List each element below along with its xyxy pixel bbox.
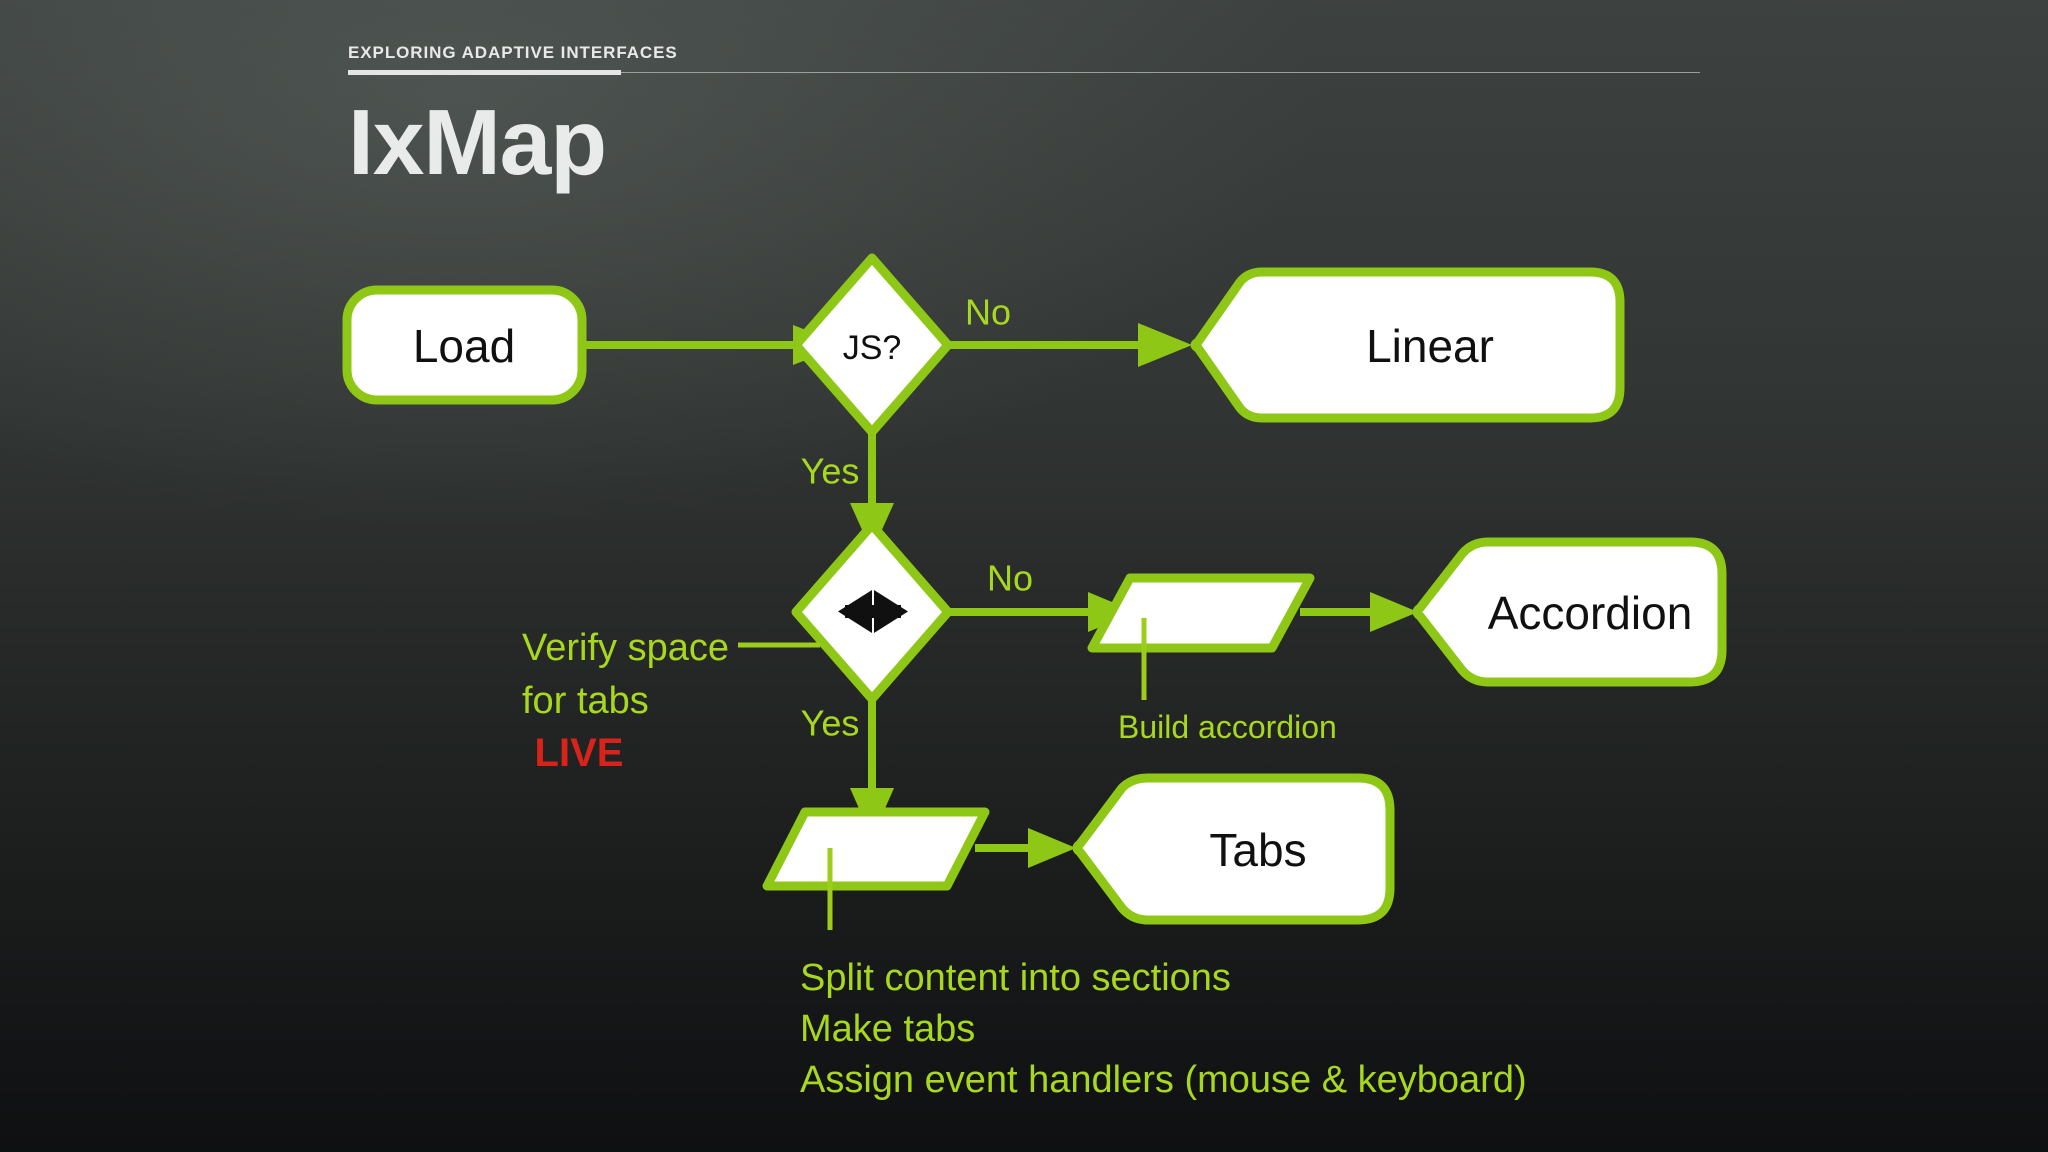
annotation-tabs-step-2: Assign event handlers (mouse & keyboard)	[800, 1059, 1527, 1101]
edge-tabs-process-to-tabs	[975, 828, 1076, 868]
slide-header: EXPLORING ADAPTIVE INTERFACES IxMap	[348, 44, 1700, 192]
node-linear[interactable]: Linear	[1190, 267, 1625, 423]
node-tabs-label: Tabs	[1209, 824, 1306, 876]
node-tabs-process[interactable]	[762, 807, 990, 891]
node-js-label: JS?	[843, 329, 902, 367]
edge-js-to-linear	[948, 323, 1192, 367]
edge-label-space-yes: Yes	[801, 703, 860, 744]
edge-label-js-yes: Yes	[801, 451, 860, 492]
node-space-decision[interactable]	[791, 520, 953, 704]
header-rule-thin	[348, 72, 1700, 73]
node-tabs[interactable]: Tabs	[1072, 773, 1395, 925]
annotation-build-accordion: Build accordion	[1118, 709, 1337, 745]
node-linear-label: Linear	[1366, 320, 1494, 372]
annotation-verify-live: LIVE	[535, 731, 624, 775]
edge-accordion-process-to-accordion	[1300, 592, 1418, 632]
edge-label-js-no: No	[965, 292, 1011, 333]
page-title: IxMap	[348, 90, 607, 194]
annotation-tabs-step-0: Split content into sections	[800, 957, 1231, 999]
annotation-tabs-step-1: Make tabs	[800, 1008, 975, 1050]
annotation-verify-line1: Verify space	[522, 627, 729, 669]
node-accordion-process[interactable]	[1087, 573, 1315, 653]
slide-eyebrow: EXPLORING ADAPTIVE INTERFACES	[348, 43, 678, 62]
header-rule	[348, 70, 1700, 75]
edge-label-space-no: No	[987, 558, 1033, 599]
header-rule-accent	[348, 70, 621, 75]
node-load-label: Load	[413, 320, 515, 372]
node-load[interactable]: Load	[342, 285, 587, 405]
annotation-verify-line2: for tabs	[522, 680, 649, 722]
node-js-decision[interactable]: JS?	[791, 253, 953, 437]
node-accordion[interactable]: Accordion	[1412, 537, 1727, 687]
node-accordion-label: Accordion	[1488, 587, 1693, 639]
horizontal-double-arrow-icon	[838, 590, 908, 633]
